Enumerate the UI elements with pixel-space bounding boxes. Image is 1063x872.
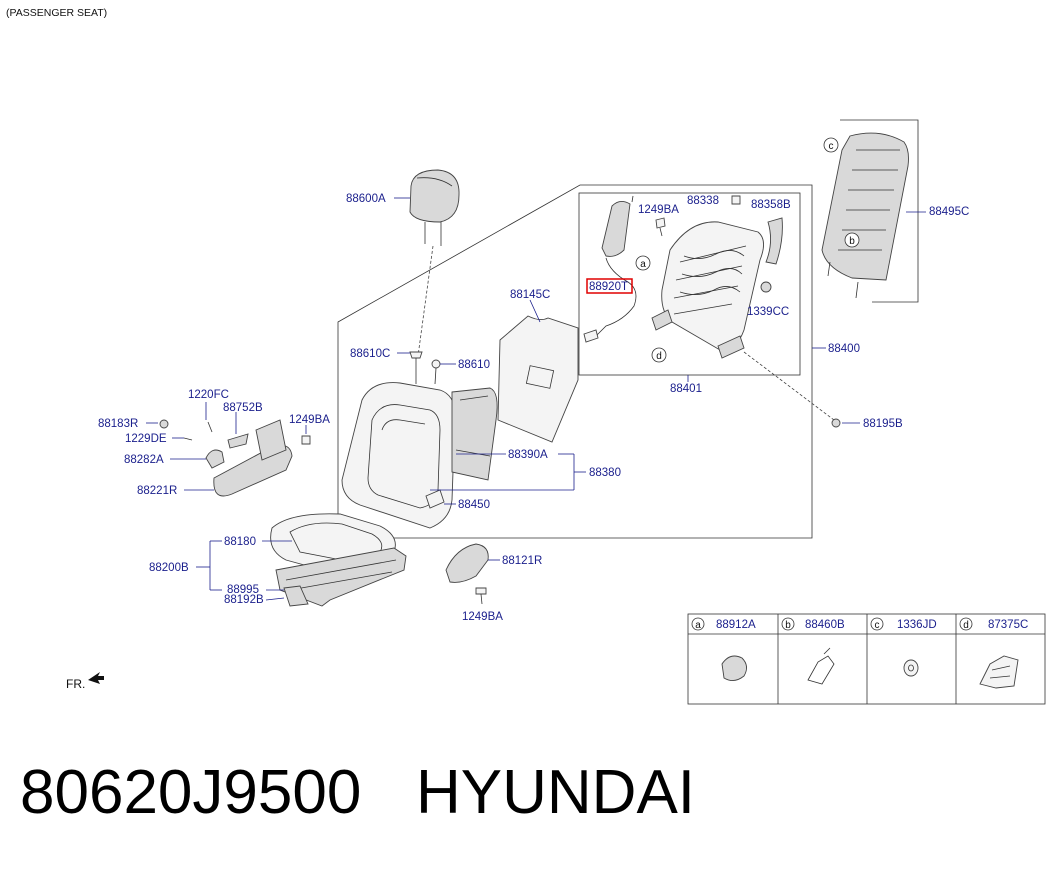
- label-1339CC[interactable]: 1339CC: [747, 306, 789, 318]
- label-88180[interactable]: 88180: [224, 536, 256, 548]
- callout-d: d: [651, 347, 667, 363]
- legend-table: a 88912A b 88460B c 1336JD d 87375C: [687, 613, 1046, 705]
- backrest-group-outline: [337, 184, 813, 539]
- clip-88460B-icon: [807, 647, 835, 685]
- brand-name: HYUNDAI: [416, 758, 696, 827]
- back-panel-88495C: [821, 132, 909, 299]
- label-88390A[interactable]: 88390A: [508, 449, 548, 461]
- label-88995[interactable]: 88995: [227, 584, 259, 596]
- headrest: [409, 169, 460, 246]
- callout-b: b: [844, 232, 860, 248]
- seatback-frame: [651, 221, 764, 359]
- headrest-guide-88610: [431, 359, 441, 385]
- label-88380[interactable]: 88380: [589, 467, 621, 479]
- label-88221R[interactable]: 88221R: [137, 485, 177, 497]
- svg-text:b: b: [849, 236, 855, 247]
- nut-1339CC: [760, 281, 772, 293]
- label-88752B[interactable]: 88752B: [223, 402, 263, 414]
- label-88282A[interactable]: 88282A: [124, 454, 164, 466]
- label-88495C[interactable]: 88495C: [929, 206, 969, 218]
- label-88401[interactable]: 88401: [670, 383, 702, 395]
- headrest-guide-88610C: [409, 351, 423, 384]
- clip-88912A-icon: [721, 655, 747, 681]
- label-88610C[interactable]: 88610C: [350, 348, 390, 360]
- part-number: 80620J9500: [20, 758, 362, 827]
- label-88610[interactable]: 88610: [458, 359, 490, 371]
- screw-1229DE: [183, 437, 193, 441]
- label-88400[interactable]: 88400: [828, 343, 860, 355]
- back-board-box: [840, 119, 919, 303]
- label-88183R[interactable]: 88183R: [98, 418, 138, 430]
- seatback-cover: [341, 382, 456, 529]
- label-1249BA-side[interactable]: 1249BA: [289, 414, 330, 426]
- label-88358B[interactable]: 88358B: [751, 199, 791, 211]
- bracket-88192B: [283, 585, 309, 607]
- side-cover-88221R: [213, 444, 293, 497]
- label-88200B[interactable]: 88200B: [149, 562, 189, 574]
- grommet-1336JD-icon: [903, 659, 919, 677]
- bolt-1249BA-cover: [475, 587, 487, 605]
- callout-c: c: [823, 137, 839, 153]
- label-88600A[interactable]: 88600A: [346, 193, 386, 205]
- side-airbag-module: [583, 195, 637, 343]
- back-board-88145C: [497, 315, 579, 443]
- bracket-87375C-icon: [979, 655, 1019, 689]
- diagram-title: (PASSENGER SEAT): [6, 7, 107, 19]
- bracket-88358B: [765, 217, 783, 265]
- lever-88752B: [227, 433, 249, 449]
- trim-cover-88121R: [445, 543, 489, 583]
- label-88920T[interactable]: 88920T: [589, 281, 628, 293]
- label-1249BA-frame[interactable]: 1249BA: [638, 204, 679, 216]
- legend-part-d[interactable]: 87375C: [988, 619, 1028, 631]
- legend-cell-c: c 1336JD: [870, 617, 937, 677]
- legend-part-a[interactable]: 88912A: [716, 619, 756, 631]
- bracket-88338: [731, 195, 741, 205]
- svg-text:b: b: [785, 620, 791, 631]
- bolt-1249BA-side: [301, 435, 311, 445]
- front-arrow-icon: [88, 672, 104, 684]
- clip-88450: [425, 489, 445, 509]
- svg-text:c: c: [829, 141, 834, 152]
- legend-part-c[interactable]: 1336JD: [897, 619, 937, 631]
- svg-text:c: c: [875, 620, 880, 631]
- svg-text:d: d: [656, 351, 662, 362]
- legend-part-b[interactable]: 88460B: [805, 619, 845, 631]
- screw-1220FC: [207, 421, 213, 433]
- label-1220FC[interactable]: 1220FC: [188, 389, 229, 401]
- front-marker: FR.: [66, 677, 85, 691]
- bolt-1249BA-frame: [655, 217, 666, 237]
- label-88195B[interactable]: 88195B: [863, 418, 903, 430]
- svg-text:a: a: [695, 620, 701, 631]
- bolt-88195B: [831, 418, 841, 428]
- legend-cell-a: a 88912A: [691, 617, 756, 681]
- label-88338[interactable]: 88338: [687, 195, 719, 207]
- cover-inner-88282: [255, 419, 287, 461]
- knob-88282A: [205, 449, 225, 469]
- svg-text:a: a: [640, 259, 646, 270]
- cap-88183R: [159, 419, 169, 429]
- back-pad-88390A: [451, 387, 498, 481]
- label-88192B[interactable]: 88192B: [224, 594, 264, 606]
- legend-cell-b: b 88460B: [781, 617, 845, 685]
- label-88121R[interactable]: 88121R: [502, 555, 542, 567]
- label-1249BA-cover[interactable]: 1249BA: [462, 611, 503, 623]
- highlight-box: [586, 278, 633, 294]
- label-1229DE[interactable]: 1229DE: [125, 433, 167, 445]
- legend-cell-d: d 87375C: [959, 617, 1028, 689]
- label-88450[interactable]: 88450: [458, 499, 490, 511]
- frame-group-box: [578, 192, 801, 376]
- label-88145C[interactable]: 88145C: [510, 289, 550, 301]
- callout-a: a: [635, 255, 651, 271]
- svg-text:d: d: [963, 620, 969, 631]
